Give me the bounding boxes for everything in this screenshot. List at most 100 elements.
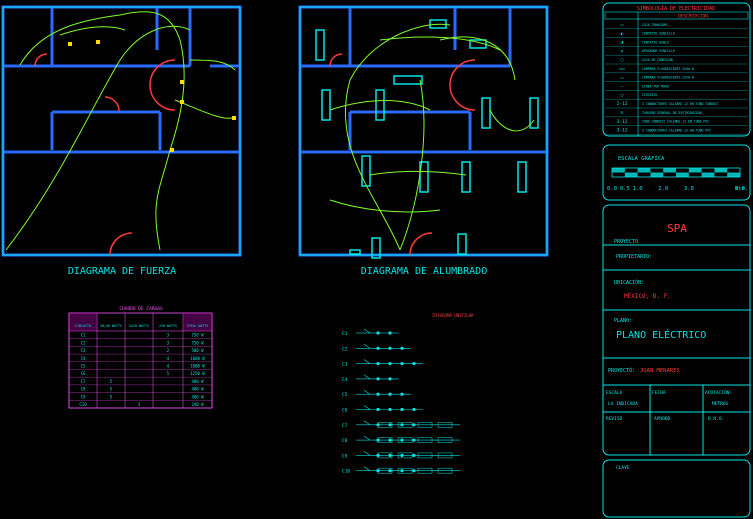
- legend-symbol-12: 3-12: [617, 119, 628, 125]
- scale-unit: mts.: [735, 186, 748, 192]
- unifilar-fixture: [417, 452, 433, 459]
- location-label: UBICACIÓN:: [614, 279, 644, 286]
- scale-tick: 2.0: [658, 186, 668, 192]
- scale-segment: [612, 168, 625, 173]
- unifilar-node: [400, 438, 404, 442]
- lighting-fixtures: [315, 19, 539, 259]
- lighting-circuits: [329, 23, 535, 251]
- title-block: [602, 204, 751, 518]
- unifilar-circuit-label: C1: [342, 331, 348, 337]
- unifilar-node: [388, 453, 392, 457]
- load-table-cell: 240 W: [191, 402, 204, 407]
- load-table-cell: C4: [81, 356, 86, 361]
- scale-segment: [663, 168, 676, 173]
- scale-segment: [688, 168, 702, 173]
- scale-segment: [624, 172, 638, 177]
- unifilar-fixture: [417, 467, 433, 474]
- power-outlets: [68, 40, 236, 152]
- legend-symbol-5: ▢: [621, 58, 624, 63]
- designer-label: PROYECTÓ:: [608, 367, 635, 374]
- unifilar-circuit-label: C10: [342, 469, 350, 475]
- load-table-cell: 400 W: [191, 379, 204, 384]
- load-table-cell: 4: [167, 364, 170, 369]
- location-value: MÉXICO, D. F.: [624, 292, 671, 300]
- unifilar-fixture: [397, 437, 413, 443]
- scale-segment: [676, 172, 689, 177]
- power-floor-plan: [1, 5, 242, 257]
- unifilar-circuit-label: C5: [342, 392, 348, 398]
- legend-symbol-4: ⊘: [621, 49, 624, 54]
- unifilar-node: [412, 453, 416, 457]
- unifilar-fixture: [437, 467, 453, 474]
- load-table-cell: C10: [79, 402, 87, 407]
- legend-item-6: LÁMPARA FLUORESCENTE 2X40 W: [642, 66, 694, 71]
- load-table-cell: 750 W: [191, 333, 204, 338]
- legend-item-2: CONTACTO SENCILLO: [642, 32, 675, 36]
- unifilar-node: [388, 331, 392, 335]
- unifilar-node: [400, 423, 404, 427]
- plan-value: PLANO ELÉCTRICO: [616, 328, 706, 341]
- unifilar-circuit-label: C2: [342, 346, 348, 352]
- unifilar-node: [400, 407, 404, 412]
- unifilar-fixture: [377, 437, 393, 443]
- unifilar-node: [388, 362, 392, 366]
- units-value: METROS: [712, 401, 729, 407]
- load-table-header: CIRCUITO: [75, 324, 91, 328]
- unifilar-fixture: [417, 437, 433, 443]
- unifilar-fixture: [397, 467, 413, 474]
- legend-title: SIMBOLOGÍA DE ELECTRICIDAD: [637, 4, 715, 12]
- unifilar-node: [376, 331, 380, 335]
- reviewed-label: REVISÓ: [606, 415, 623, 422]
- unifilar-node: [400, 346, 404, 350]
- unifilar-node: [376, 362, 380, 366]
- legend-symbol-10: 2-12: [617, 101, 628, 107]
- project-value: SPA: [667, 222, 687, 235]
- load-table-cell: C5: [81, 364, 86, 369]
- load-table-cell: 3: [138, 402, 141, 407]
- legend-item-3: CONTACTO DOBLE: [642, 40, 669, 44]
- scale-segment: [714, 168, 728, 173]
- unifilar-fixture: [437, 452, 453, 459]
- legend-symbol-8: —: [621, 85, 624, 90]
- load-table-cell: C6: [81, 371, 86, 376]
- load-table-header: 50/40 WATTS: [100, 324, 122, 328]
- legend-symbol-7: ▭: [621, 76, 624, 81]
- unifilar-fixture: [397, 422, 413, 428]
- legend-item-5: CAJA DE CONEXIÓN: [642, 57, 673, 62]
- unifilar-node: [412, 362, 416, 366]
- unifilar-node: [388, 392, 392, 396]
- power-doors: [34, 53, 176, 256]
- legend-item-1: CAJA TOMACORR.: [642, 23, 669, 27]
- scale-tick: 5.0: [735, 186, 745, 192]
- unifilar-node: [400, 453, 404, 457]
- unifilar-circuit-label: C9: [342, 453, 348, 459]
- key-label: CLAVE: [616, 465, 630, 471]
- unifilar-node: [388, 469, 392, 473]
- power-diagram-title: DIAGRAMA DE FUERZA: [68, 266, 176, 277]
- unifilar-circuit-label: C4: [342, 377, 348, 383]
- load-table-header: TOTAL WATTS: [187, 324, 209, 328]
- unifilar-fixture: [437, 422, 453, 428]
- scale-field-value: LA INDICADA: [608, 401, 638, 407]
- load-table-cell: 5: [167, 371, 170, 376]
- unifilar-node: [400, 362, 404, 366]
- load-table-cell: C2: [81, 340, 86, 345]
- power-circuits: [5, 11, 236, 251]
- load-table-cell: C3: [81, 348, 86, 353]
- legend-item-4: APAGADOR SENCILLO: [642, 49, 675, 53]
- unifilar-circuit-label: C7: [342, 423, 348, 429]
- approved-label: APROBÓ: [654, 415, 671, 422]
- load-table-cell: 3: [167, 340, 170, 345]
- scale-tick: 0.0: [607, 186, 617, 192]
- unifilar-fixture: [397, 452, 413, 459]
- plan-label: PLANO:: [614, 318, 632, 324]
- title-block-text: PROYECTO SPA PROPIETARIO: UBICACIÓN: MÉX…: [606, 222, 732, 471]
- load-table-cell: 1000 W: [190, 364, 205, 369]
- load-table-cell: 5: [110, 379, 113, 384]
- unifilar-node: [388, 346, 392, 350]
- legend-item-12: TUBO CONDUIT CALIBRE 12 EN TUBO PVC: [642, 120, 709, 124]
- legend-item-11: TABLERO GENERAL DE DISTRIBUCIÓN: [642, 110, 702, 115]
- legend-item-13: 3 CONDUCTORES CALIBRE 12 EN TUBO PVC: [642, 128, 711, 132]
- unifilar-node: [388, 438, 392, 442]
- unifilar-node: [388, 423, 392, 427]
